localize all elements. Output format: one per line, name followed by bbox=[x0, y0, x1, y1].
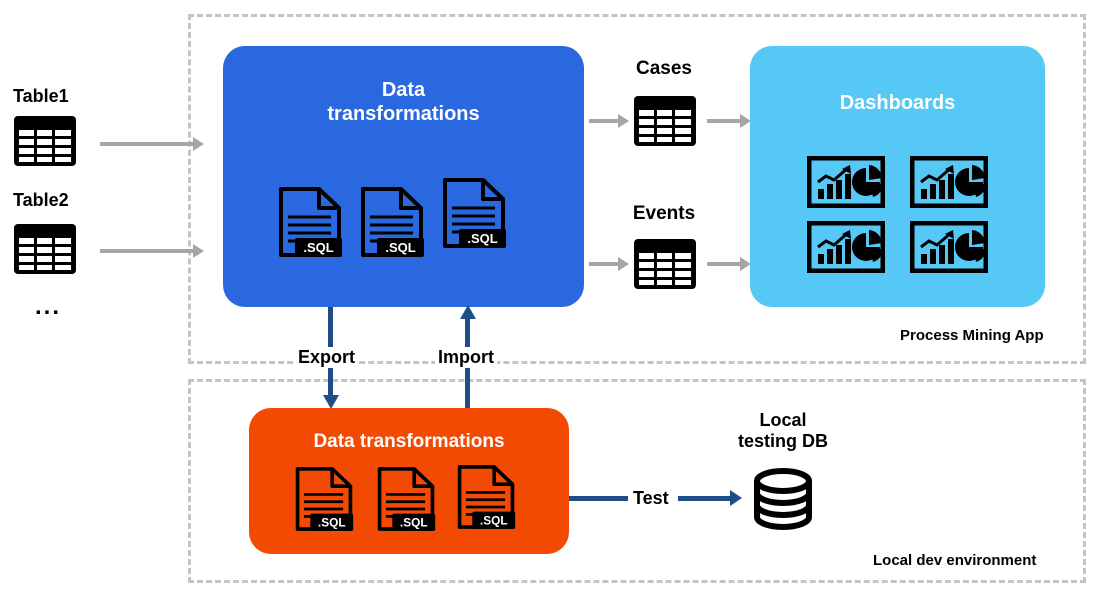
region-process-mining-app bbox=[188, 14, 1086, 364]
sql-file-icon: .SQL bbox=[440, 177, 508, 249]
table-icon bbox=[14, 224, 76, 274]
svg-text:.SQL: .SQL bbox=[385, 240, 415, 255]
output-label-events: Events bbox=[632, 203, 696, 224]
table-icon bbox=[634, 239, 696, 289]
flow-label-import: Import bbox=[435, 347, 497, 368]
dashboard-chart-icon[interactable] bbox=[910, 156, 988, 208]
output-label-cases: Cases bbox=[636, 58, 692, 79]
dashboard-chart-icon[interactable] bbox=[807, 156, 885, 208]
arrow-test-to-database bbox=[678, 490, 742, 506]
sql-file-icon: .SQL bbox=[276, 186, 344, 258]
svg-text:.SQL: .SQL bbox=[303, 240, 333, 255]
flow-label-export: Export bbox=[295, 347, 359, 368]
arrow-cases-to-dashboards bbox=[707, 114, 751, 128]
arrow-transformations-to-events bbox=[589, 257, 629, 271]
source-label-table1: Table1 bbox=[13, 86, 69, 106]
svg-text:.SQL: .SQL bbox=[400, 515, 428, 529]
arrow-test-shaft-left bbox=[569, 496, 628, 501]
panel-title-data-transformations-local: Data transformations bbox=[313, 431, 505, 452]
database-icon bbox=[753, 468, 813, 530]
flow-label-test: Test bbox=[633, 488, 669, 508]
svg-text:.SQL: .SQL bbox=[480, 513, 508, 527]
dashboard-chart-icon[interactable] bbox=[910, 221, 988, 273]
source-label-table2: Table2 bbox=[13, 190, 69, 210]
arrow-table1-to-transformations bbox=[100, 137, 204, 151]
sql-file-icon: .SQL bbox=[375, 466, 437, 532]
svg-text:.SQL: .SQL bbox=[318, 515, 346, 529]
panel-title-dashboards: Dashboards bbox=[839, 92, 956, 114]
table-icon bbox=[634, 96, 696, 146]
sql-file-icon: .SQL bbox=[358, 186, 426, 258]
arrow-table2-to-transformations bbox=[100, 244, 204, 258]
source-ellipsis: ... bbox=[35, 293, 62, 320]
region-local-dev-environment bbox=[188, 379, 1086, 583]
dashboard-chart-icon[interactable] bbox=[807, 221, 885, 273]
sql-file-icon: .SQL bbox=[455, 464, 517, 530]
database-label: Local testing DB bbox=[738, 410, 828, 451]
table-icon bbox=[14, 116, 76, 166]
svg-text:.SQL: .SQL bbox=[467, 231, 497, 246]
panel-dashboards[interactable]: Dashboards bbox=[750, 46, 1045, 307]
region-label-local-dev-environment: Local dev environment bbox=[873, 552, 1037, 569]
panel-data-transformations-app[interactable]: Data transformations .SQL bbox=[223, 46, 584, 307]
arrow-transformations-to-cases bbox=[589, 114, 629, 128]
arrow-events-to-dashboards bbox=[707, 257, 751, 271]
panel-title-data-transformations-app: Data transformations bbox=[327, 79, 480, 125]
sql-file-icon: .SQL bbox=[293, 466, 355, 532]
region-label-process-mining-app: Process Mining App bbox=[900, 327, 1044, 344]
panel-data-transformations-local[interactable]: Data transformations .SQL bbox=[249, 408, 569, 554]
